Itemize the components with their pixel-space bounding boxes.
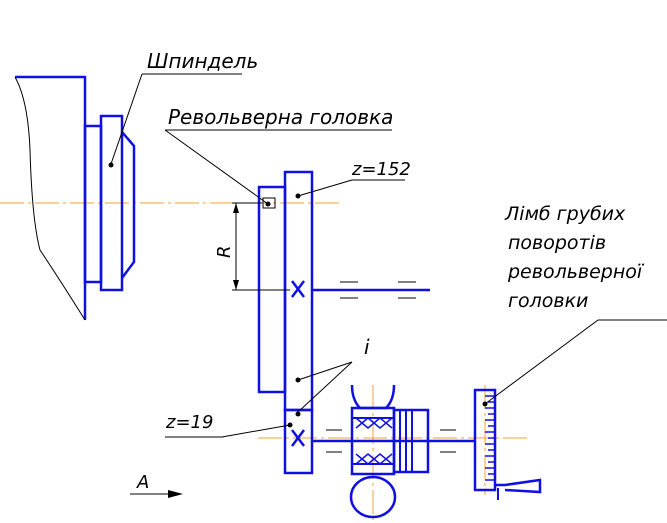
spindle-flange: [83, 124, 103, 284]
radius-dimension: R: [214, 202, 290, 291]
dial-label-line4: головки: [508, 290, 588, 312]
view-arrow-label: A: [136, 472, 149, 493]
leader-lines: [108, 73, 667, 438]
dial-limb: [473, 388, 497, 492]
spindle-label: Шпиндель: [147, 49, 258, 73]
gear-z19-label: z=19: [165, 412, 213, 433]
spindle-assembly: [14, 75, 136, 321]
dial-handle: [495, 478, 542, 494]
turret-head: [257, 170, 430, 475]
bearing-x-lower: [291, 429, 305, 447]
dial-label-line1: Лімб грубих: [504, 203, 626, 225]
spindle-cone: [121, 131, 136, 279]
bearing-x-upper: [291, 280, 305, 298]
dial-scale-ticks: [485, 395, 495, 481]
axis-lines: [0, 202, 530, 520]
drive-train: [312, 384, 542, 519]
dial-label-line3: револьверної: [507, 261, 645, 283]
view-arrow: A: [130, 472, 183, 498]
spindle-housing: [15, 75, 87, 320]
gear-z152-label: z=152: [351, 159, 411, 180]
dial-label-line2: поворотів: [508, 232, 606, 254]
spindle-body: [99, 114, 124, 292]
turret-hole: [262, 197, 276, 209]
worm-circle: [349, 475, 397, 519]
turret-head-label: Револьверна головка: [168, 105, 393, 129]
radius-label: R: [214, 245, 235, 258]
ratio-label: i: [364, 335, 370, 359]
housing-break-line: [14, 76, 86, 321]
gear-z19: [283, 408, 314, 475]
